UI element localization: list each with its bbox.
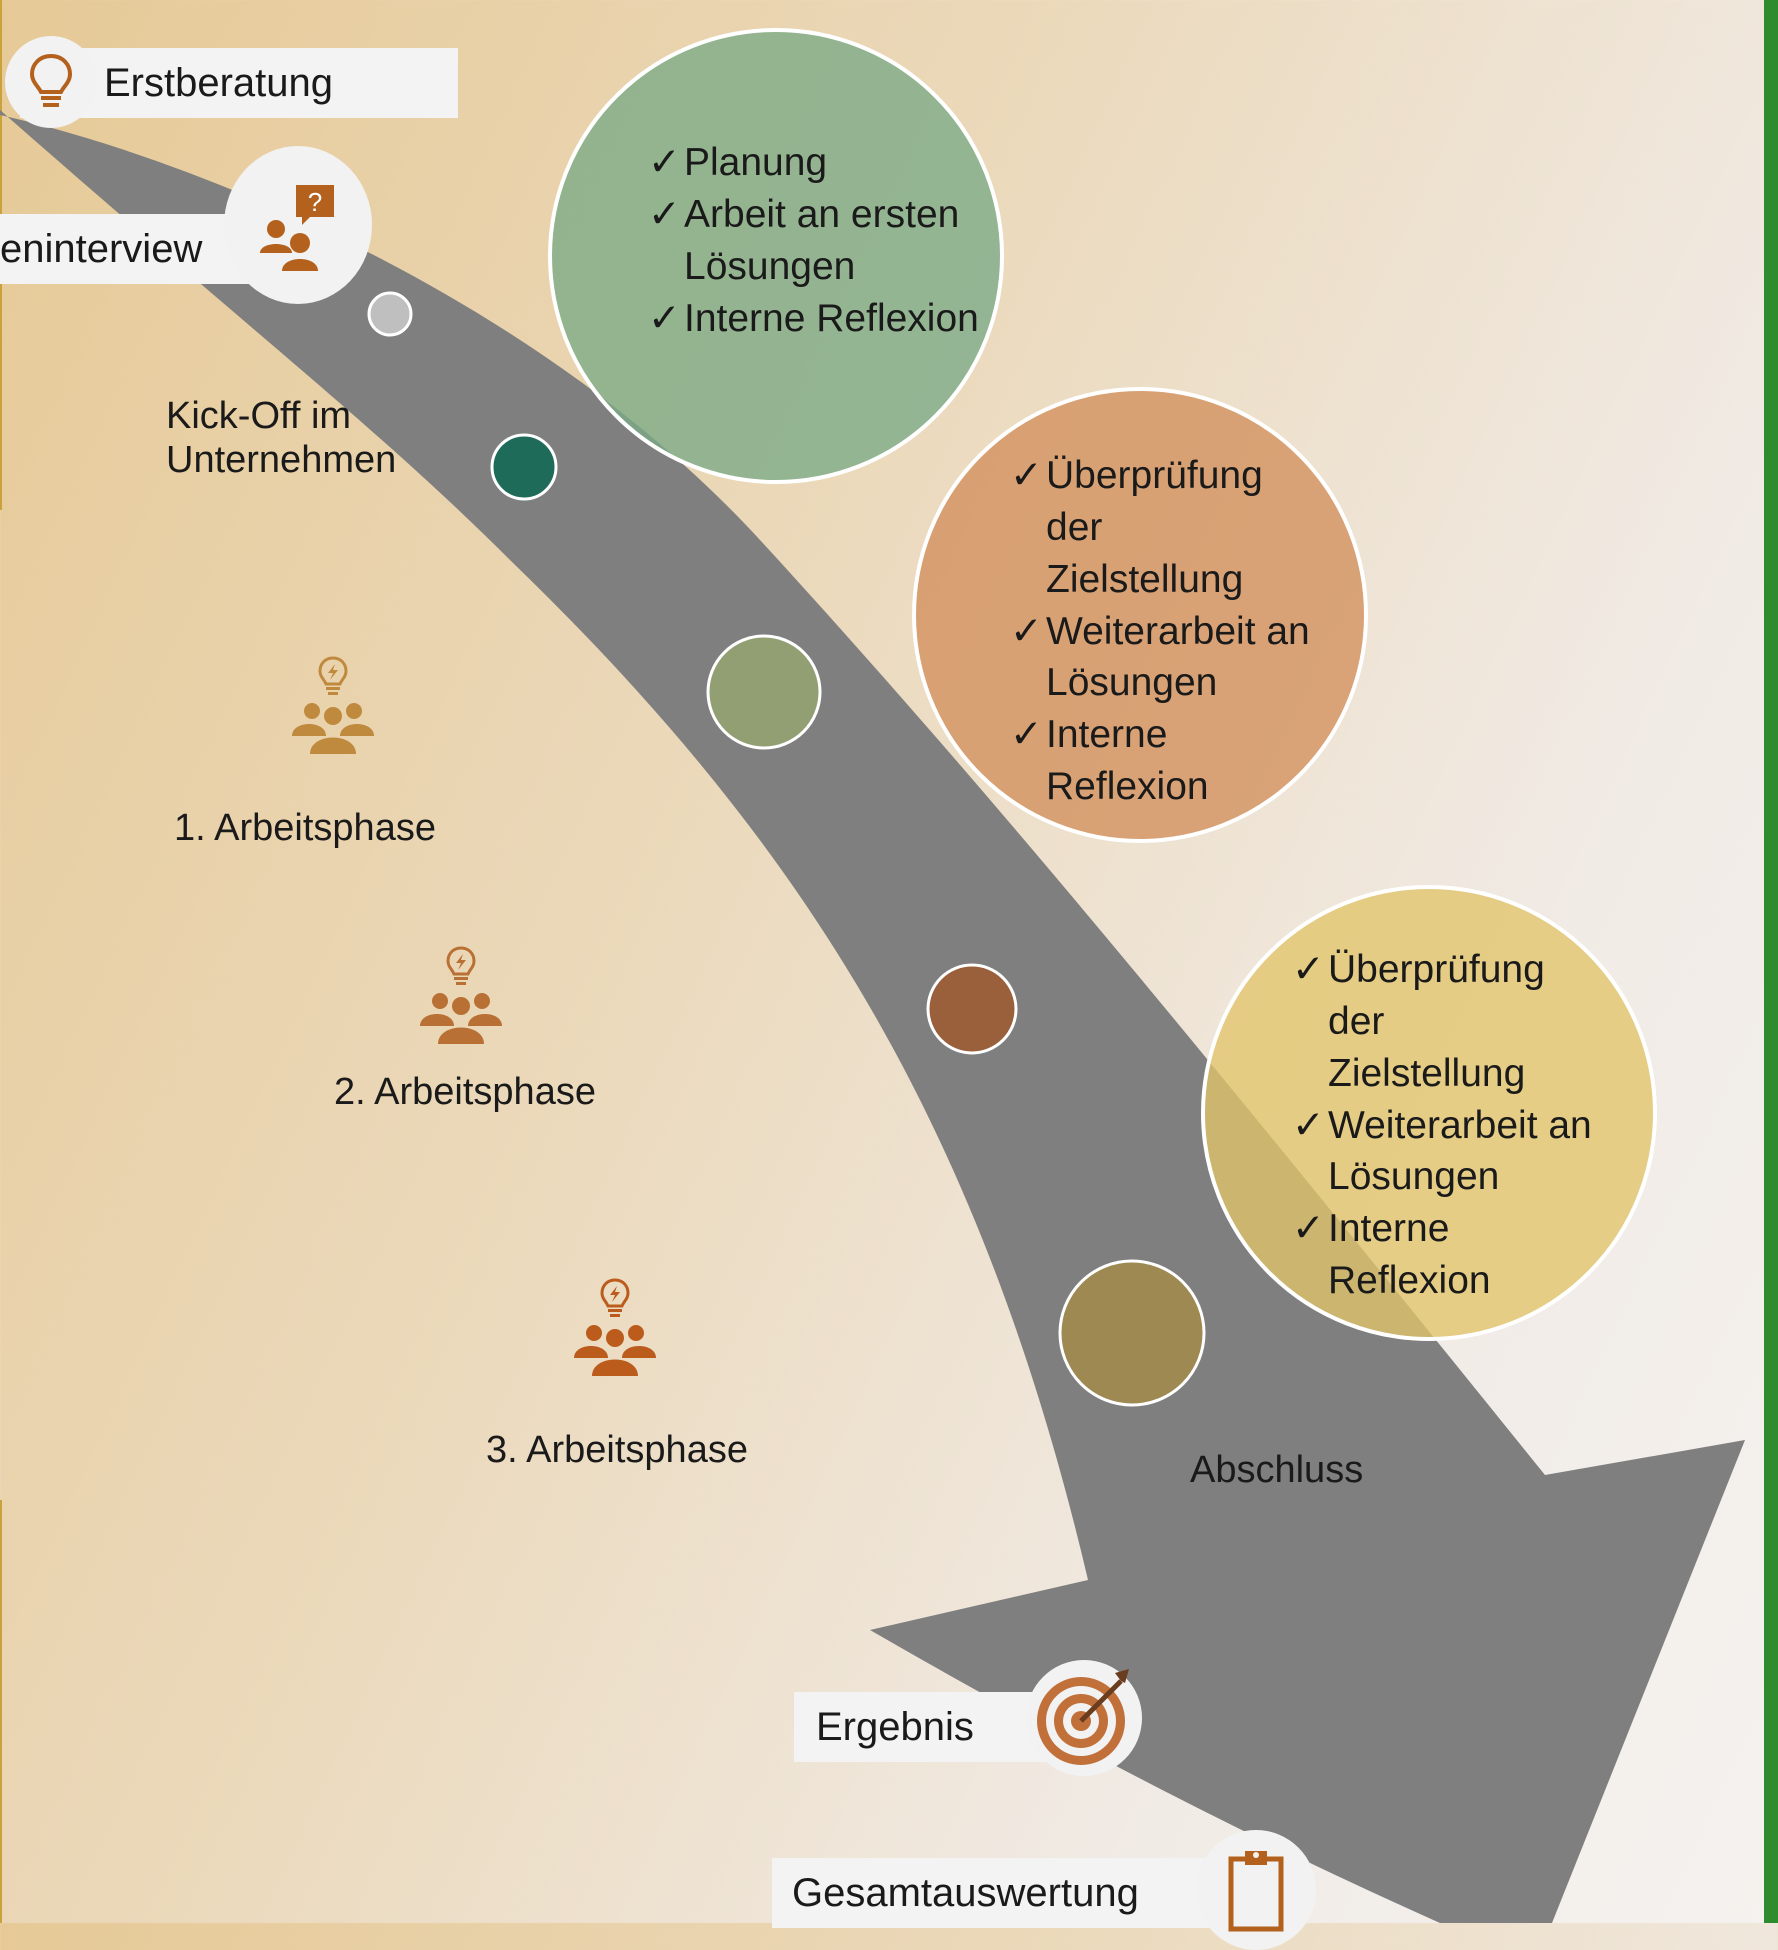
target-icon [1037,1669,1129,1765]
bubble-phase2-item: Weiterarbeit an Lösungen [1010,606,1310,710]
bubble-phase3-item: Überprüfung der Zielstellung [1292,944,1592,1100]
bubble-phase3-item: Weiterarbeit an Lösungen [1292,1100,1592,1204]
milestone-dot-3 [706,634,822,750]
erstberatung-label: Erstberatung [104,60,334,105]
abschluss-label: Abschluss [1190,1449,1364,1491]
ergebnis-icon-disc [1026,1660,1142,1776]
svg-text:?: ? [308,187,322,217]
kickoff-label: Kick-Off im Unternehmen [166,395,397,482]
bubble-phase3-text: Überprüfung der Zielstellung Weiterarbei… [1292,944,1592,1307]
bubble-phase1-item: Interne Reflexion [648,293,988,345]
bubble-phase2-text: Überprüfung der Zielstellung Weiterarbei… [1010,450,1310,813]
team-idea-icon [420,946,502,1044]
bubble-phase1-text: Planung Arbeit an ersten Lösungen Intern… [648,137,988,344]
interview-label: eninterview [0,226,203,271]
bubble-phase3-item: Interne Reflexion [1292,1203,1592,1307]
team-idea-icon [292,656,374,754]
gesamtauswertung-tag: Gesamtauswertung [772,1858,1212,1928]
left-accent-line-lower [0,1500,2,1923]
milestone-dot-5 [1058,1259,1206,1407]
milestone-dot-4 [926,963,1018,1055]
clipboard-icon [1228,1851,1284,1932]
team-idea-icon [574,1278,656,1376]
ergebnis-label: Ergebnis [816,1704,974,1749]
phase1-label: 1. Arbeitsphase [174,807,436,849]
interview-question-icon: ? [260,185,334,271]
bubble-phase2-item: Interne Reflexion [1010,709,1310,813]
gesamtauswertung-label: Gesamtauswertung [792,1870,1139,1915]
bubble-phase2-item: Überprüfung der Zielstellung [1010,450,1310,606]
phase2-label: 2. Arbeitsphase [334,1071,596,1113]
milestone-dot-2 [490,433,558,501]
interview-icon-disc: ? [224,146,372,304]
bubble-phase1-item: Arbeit an ersten Lösungen [648,189,988,293]
phase3-label: 3. Arbeitsphase [486,1429,748,1471]
bubble-phase1-item: Planung [648,137,988,189]
ergebnis-tag: Ergebnis [794,1692,1064,1762]
gesamtauswertung-icon-disc [1196,1830,1316,1950]
lightbulb-icon [29,53,73,107]
right-border-bar [1764,0,1778,1923]
milestone-dot-1 [367,291,413,337]
erstberatung-icon-disc [5,36,97,128]
arrow-shape [0,110,1745,1923]
